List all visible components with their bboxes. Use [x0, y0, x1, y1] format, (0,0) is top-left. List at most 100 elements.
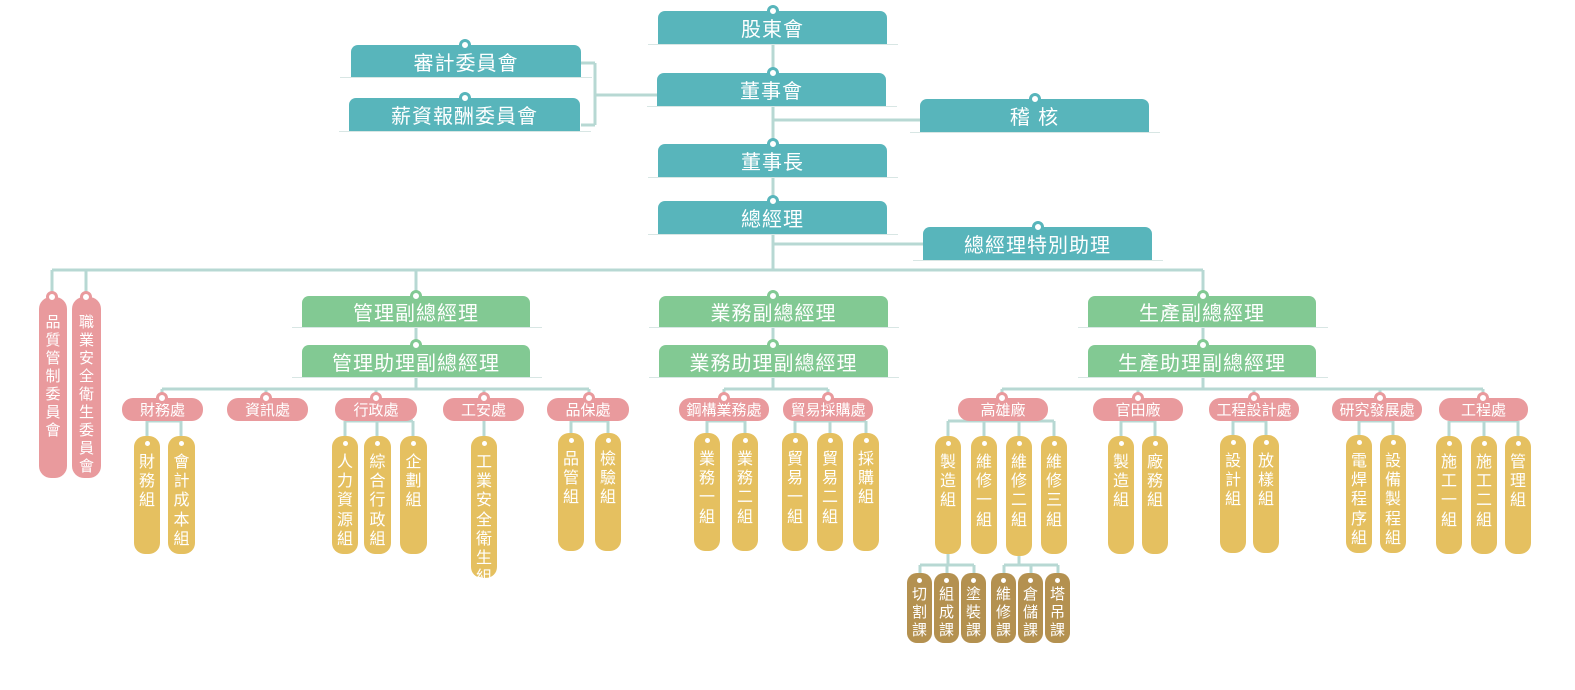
management-vp-label: 管理副總經理 — [353, 301, 479, 325]
section-painting[interactable]: 塗裝課 — [961, 573, 986, 643]
section-label: 塗裝課 — [965, 585, 981, 639]
shareholders-label: 股東會 — [741, 17, 804, 41]
unit-equipment-process[interactable]: 設備製程組 — [1380, 435, 1406, 553]
unit-label: 綜合行政組 — [369, 452, 386, 548]
it-dept[interactable]: 資訊處 — [227, 398, 308, 421]
unit-gt-manufacturing[interactable]: 製造組 — [1108, 436, 1134, 554]
unit-label: 維修二組 — [1010, 452, 1027, 529]
section-assembly[interactable]: 組成課 — [934, 573, 959, 643]
unit-dot — [375, 441, 380, 446]
internal-audit-label: 稽 核 — [1009, 105, 1060, 129]
unit-dot — [981, 441, 987, 446]
kaohsiung-plant[interactable]: 高雄廠 — [958, 398, 1048, 421]
management-avp-label: 管理助理副總經理 — [332, 350, 500, 375]
unit-planning[interactable]: 企劃組 — [400, 436, 427, 554]
unit-finance[interactable]: 財務組 — [134, 436, 160, 554]
unit-management[interactable]: 管理組 — [1505, 436, 1531, 554]
unit-label: 企劃組 — [405, 452, 422, 510]
unit-trade-2[interactable]: 貿易二組 — [817, 433, 843, 551]
connector-ring — [156, 392, 168, 404]
unit-dot — [944, 578, 949, 583]
section-label: 組成課 — [938, 585, 954, 639]
unit-label: 設備製程組 — [1384, 451, 1401, 547]
occupational-safety-committee[interactable]: 職業安全衛生委員會 — [72, 297, 101, 478]
unit-design[interactable]: 設計組 — [1220, 435, 1246, 553]
trade-dept[interactable]: 貿易採購處 — [783, 398, 873, 421]
connector-ring — [1477, 392, 1489, 404]
unit-dot — [481, 441, 487, 446]
unit-kh-maintenance-2[interactable]: 維修二組 — [1006, 436, 1032, 556]
connector-ring — [583, 392, 595, 404]
business-avp-label: 業務助理副總經理 — [689, 350, 858, 375]
special-assistant-box[interactable]: 總經理特別助理 — [923, 227, 1152, 260]
unit-gt-plant-affairs[interactable]: 廠務組 — [1142, 436, 1168, 554]
unit-dot — [1356, 440, 1362, 445]
unit-label: 工業安全衛生組 — [475, 452, 492, 587]
unit-label: 廠務組 — [1146, 452, 1163, 510]
connector-ring — [46, 291, 58, 303]
steel-sales-dept[interactable]: 鋼構業務處 — [679, 398, 769, 421]
unit-inspection[interactable]: 檢驗組 — [595, 433, 621, 551]
connector-ring — [1374, 392, 1386, 404]
unit-hr[interactable]: 人力資源組 — [332, 436, 358, 554]
unit-sales-1[interactable]: 業務一組 — [694, 433, 720, 551]
unit-dot — [342, 441, 348, 446]
qa-dept-label: 品保處 — [565, 401, 611, 419]
unit-dot — [1016, 441, 1022, 446]
section-maintenance[interactable]: 維修課 — [991, 573, 1016, 643]
unit-lofting[interactable]: 放樣組 — [1253, 435, 1279, 553]
unit-trade-1[interactable]: 貿易一組 — [782, 433, 808, 551]
guantian-plant[interactable]: 官田廠 — [1093, 398, 1183, 421]
unit-welding-procedure[interactable]: 電焊程序組 — [1346, 435, 1372, 553]
unit-dot — [827, 438, 833, 443]
connector-ring — [767, 67, 779, 79]
unit-label: 設計組 — [1224, 451, 1241, 509]
unit-accounting[interactable]: 會計成本組 — [168, 436, 195, 554]
unit-construction-2[interactable]: 施工二組 — [1471, 436, 1497, 554]
unit-label: 業務二組 — [736, 449, 753, 526]
section-warehouse[interactable]: 倉儲課 — [1018, 573, 1043, 643]
unit-label: 施工二組 — [1475, 452, 1492, 529]
connector-ring — [459, 92, 471, 104]
unit-label: 放樣組 — [1257, 451, 1274, 509]
admin-dept-label: 行政處 — [353, 401, 399, 419]
finance-dept-label: 財務處 — [139, 401, 185, 419]
special-assistant-label: 總經理特別助理 — [964, 233, 1111, 257]
chairman-label: 董事長 — [741, 150, 804, 174]
unit-construction-1[interactable]: 施工一組 — [1436, 436, 1462, 554]
unit-sales-2[interactable]: 業務二組 — [732, 433, 758, 551]
unit-kh-maintenance-3[interactable]: 維修三組 — [1041, 436, 1067, 554]
section-cutting[interactable]: 切割課 — [907, 573, 932, 643]
section-tower-crane[interactable]: 塔吊課 — [1045, 573, 1070, 643]
unit-quality-control[interactable]: 品管組 — [558, 433, 584, 551]
production-avp-label: 生產助理副總經理 — [1118, 350, 1286, 375]
unit-dot — [704, 438, 710, 443]
admin-dept[interactable]: 行政處 — [335, 398, 417, 421]
shareholders-box[interactable]: 股東會 — [658, 11, 887, 44]
unit-dot — [1390, 440, 1396, 445]
unit-label: 人力資源組 — [336, 452, 353, 548]
connector-ring — [1197, 339, 1209, 351]
business-vp-box[interactable]: 業務副總經理 — [659, 296, 888, 327]
unit-dot — [179, 441, 184, 446]
unit-kh-maintenance-1[interactable]: 維修一組 — [971, 436, 997, 554]
engineering-design-dept[interactable]: 工程設計處 — [1209, 398, 1299, 421]
unit-general-admin[interactable]: 綜合行政組 — [364, 436, 391, 554]
unit-label: 會計成本組 — [173, 452, 190, 548]
steel-sales-dept-label: 鋼構業務處 — [686, 401, 762, 419]
rnd-dept[interactable]: 研究發展處 — [1332, 398, 1422, 421]
safety-dept[interactable]: 工安處 — [443, 398, 524, 421]
unit-dot — [1118, 441, 1124, 446]
quality-control-committee[interactable]: 品質管制委員會 — [39, 297, 67, 478]
finance-dept[interactable]: 財務處 — [122, 398, 203, 421]
unit-dot — [971, 578, 976, 583]
unit-label: 製造組 — [939, 452, 956, 510]
unit-procurement[interactable]: 採購組 — [853, 433, 879, 551]
unit-industrial-safety[interactable]: 工業安全衛生組 — [471, 436, 497, 586]
engineering-dept[interactable]: 工程處 — [1439, 398, 1528, 421]
qa-dept[interactable]: 品保處 — [547, 398, 629, 421]
unit-label: 貿易一組 — [786, 449, 803, 526]
unit-kh-manufacturing[interactable]: 製造組 — [935, 436, 961, 554]
section-label: 塔吊課 — [1049, 585, 1065, 639]
section-label: 倉儲課 — [1022, 585, 1038, 639]
